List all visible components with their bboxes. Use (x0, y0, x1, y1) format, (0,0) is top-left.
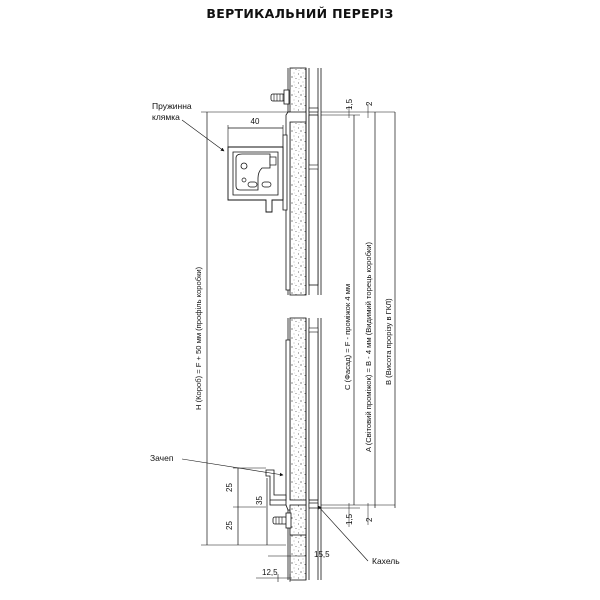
spring-latch-label-line2: клямка (152, 112, 180, 122)
dim-top-1-5: 1,5 (345, 98, 354, 110)
dim-bottom: 15,5 12,5 (256, 550, 330, 582)
dim-hook-25-bottom: 25 (225, 521, 234, 530)
door-panel-lower (285, 327, 319, 536)
label-spring-latch: Пружинна клямка (152, 101, 225, 152)
dim-bottom-2: 2 (365, 517, 374, 522)
hook-label: Зачеп (150, 453, 174, 463)
hook (265, 469, 287, 506)
b-opening-label: B (Висота прорізу в ГКЛ) (384, 298, 393, 385)
top-screw (270, 89, 290, 105)
dim-15-5: 15,5 (314, 550, 330, 559)
dim-bottom-1-5: 1,5 (345, 513, 354, 525)
dim-hook: 25 25 35 (225, 467, 268, 545)
a-opening-label: A (Світовий проміжок) = B - 4 мм (Видими… (364, 242, 373, 452)
label-hook: Зачеп (150, 453, 284, 477)
spring-latch (227, 146, 284, 213)
c-facade-label: C (Фасад) = F - проміжок 4 мм (343, 284, 352, 390)
dim-hook-25-top: 25 (225, 483, 234, 492)
dim-right: C (Фасад) = F - проміжок 4 мм A (Світови… (321, 98, 396, 527)
tile-label: Кахель (372, 556, 400, 566)
dim-hook-35: 35 (255, 496, 264, 505)
dim-12-5: 12,5 (262, 568, 278, 577)
drawing-title: ВЕРТИКАЛЬНИЙ ПЕРЕРІЗ (206, 6, 394, 21)
h-box-label: H (Короб) = F + 50 мм (профіль коробки) (194, 266, 203, 410)
bottom-screw (272, 512, 292, 529)
dim-top-2: 2 (365, 101, 374, 106)
spring-latch-label-line1: Пружинна (152, 101, 192, 111)
dim-latch-width-text: 40 (251, 117, 260, 126)
label-tile: Кахель (317, 505, 400, 566)
dim-latch-width: 40 (227, 117, 284, 147)
dim-h-box: H (Короб) = F + 50 мм (профіль коробки) (194, 111, 290, 546)
